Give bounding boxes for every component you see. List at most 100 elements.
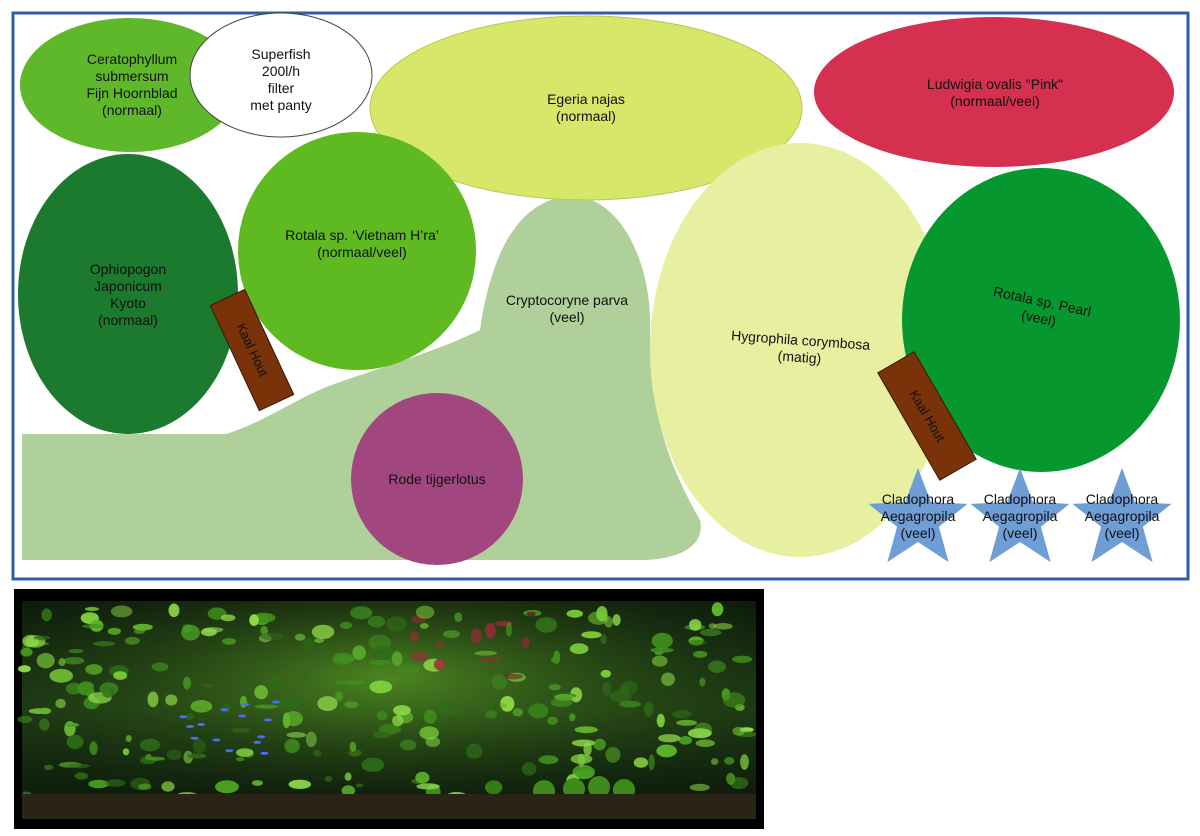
photo-leaf xyxy=(600,634,607,645)
photo-leaf xyxy=(687,728,712,739)
photo-leaf xyxy=(650,647,674,653)
photo-leaf xyxy=(122,748,130,756)
photo-leaf xyxy=(249,614,259,626)
photo-leaf xyxy=(512,708,523,717)
photo-leaf xyxy=(506,622,512,637)
photo-leaf xyxy=(689,783,710,791)
photo-leaf xyxy=(102,687,115,698)
cladophora-star xyxy=(970,468,1070,563)
photo-leaf xyxy=(442,630,460,639)
photo-leaf xyxy=(535,617,558,633)
label-line: Kyoto xyxy=(110,295,146,311)
photo-fish xyxy=(260,751,269,755)
photo-leaf xyxy=(548,684,561,691)
photo-leaf xyxy=(313,749,322,757)
photo-fish xyxy=(272,700,280,704)
photo-leaf xyxy=(93,640,115,647)
photo-leaf xyxy=(711,602,724,617)
photo-leaf xyxy=(581,631,602,639)
ludwigia-shape xyxy=(814,17,1174,167)
photo-leaf xyxy=(302,637,314,651)
photo-leaf xyxy=(369,660,391,666)
photo-leaf xyxy=(284,711,303,727)
photo-leaf xyxy=(550,697,573,708)
photo-leaf xyxy=(44,764,54,770)
photo-plants xyxy=(17,602,757,804)
photo-leaf xyxy=(236,748,254,757)
photo-leaf xyxy=(521,637,530,649)
kaal-hout-left xyxy=(209,288,295,412)
photo-leaf xyxy=(740,754,749,770)
photo-leaf xyxy=(332,652,354,665)
photo-leaf xyxy=(575,769,594,779)
photo-fish xyxy=(197,723,206,726)
egeria-label: Egeria najas (normaal) xyxy=(547,91,625,124)
aquarium-photo xyxy=(14,589,764,829)
photo-leaf xyxy=(415,605,435,619)
cladophora-label-line: Cladophora xyxy=(1086,491,1159,507)
photo-leaf xyxy=(67,763,91,769)
photo-fish xyxy=(225,749,234,753)
photo-leaf xyxy=(132,623,153,631)
photo-leaf xyxy=(125,735,132,742)
photo-leaf xyxy=(689,639,707,646)
photo-leaf xyxy=(602,681,612,696)
photo-leaf xyxy=(700,628,722,637)
cryptocoryne-label: Cryptocoryne parva (veel) xyxy=(506,292,628,325)
photo-fish xyxy=(241,702,250,706)
photo-leaf xyxy=(410,630,419,643)
photo-leaf xyxy=(260,632,284,641)
photo-leaf xyxy=(151,662,169,672)
photo-leaf xyxy=(491,674,508,690)
photo-leaf xyxy=(423,709,437,724)
cladophora-stars: CladophoraAegagropila(veel)CladophoraAeg… xyxy=(868,468,1172,563)
photo-leaf xyxy=(648,754,655,771)
label-line: (normaal) xyxy=(102,102,162,118)
photo-leaf xyxy=(528,703,549,719)
photo-leaf xyxy=(658,734,681,743)
cladophora-label-line: Aegagropila xyxy=(1085,508,1160,524)
photo-leaf xyxy=(190,700,213,713)
photo-fish xyxy=(264,718,273,722)
photo-leaf xyxy=(185,713,194,720)
photo-leaf xyxy=(729,777,749,789)
photo-leaf xyxy=(85,664,103,675)
photo-leaf xyxy=(222,638,236,645)
photo-leaf xyxy=(41,608,52,622)
photo-leaf xyxy=(593,738,606,751)
photo-fish xyxy=(238,714,247,718)
photo-leaf xyxy=(187,753,207,759)
photo-leaf xyxy=(17,715,33,723)
label-line: (veel) xyxy=(549,309,584,325)
photo-leaf xyxy=(89,741,98,756)
photo-leaf xyxy=(340,621,353,629)
photo-leaf xyxy=(569,643,589,655)
photo-leaf xyxy=(65,682,83,695)
hygrophila-shape xyxy=(650,143,950,557)
photo-leaf xyxy=(651,632,673,649)
photo-leaf xyxy=(676,719,698,726)
photo-leaf xyxy=(105,779,126,787)
photo-leaf xyxy=(352,645,366,660)
label-line: filter xyxy=(268,80,295,96)
photo-leaf xyxy=(277,698,301,709)
photo-leaf xyxy=(317,696,338,712)
photo-leaf xyxy=(350,606,373,620)
superfish-label: Superfish 200l/h filter met panty xyxy=(250,46,311,113)
photo-substrate xyxy=(22,794,756,819)
photo-leaf xyxy=(391,651,403,667)
photo-leaf xyxy=(161,781,175,792)
photo-leaf xyxy=(113,671,128,680)
photo-leaf xyxy=(341,785,356,796)
photo-leaf xyxy=(286,732,307,738)
photo-fish xyxy=(220,708,229,712)
label-line: (normaal) xyxy=(98,312,158,328)
cladophora-label-line: (veel) xyxy=(1104,525,1139,541)
photo-leaf xyxy=(215,780,239,794)
photo-leaf xyxy=(251,780,263,786)
label-line: Superfish xyxy=(251,46,310,62)
photo-leaf xyxy=(376,710,388,721)
photo-marimo xyxy=(588,776,610,798)
label-line: Cryptocoryne parva xyxy=(506,292,628,308)
